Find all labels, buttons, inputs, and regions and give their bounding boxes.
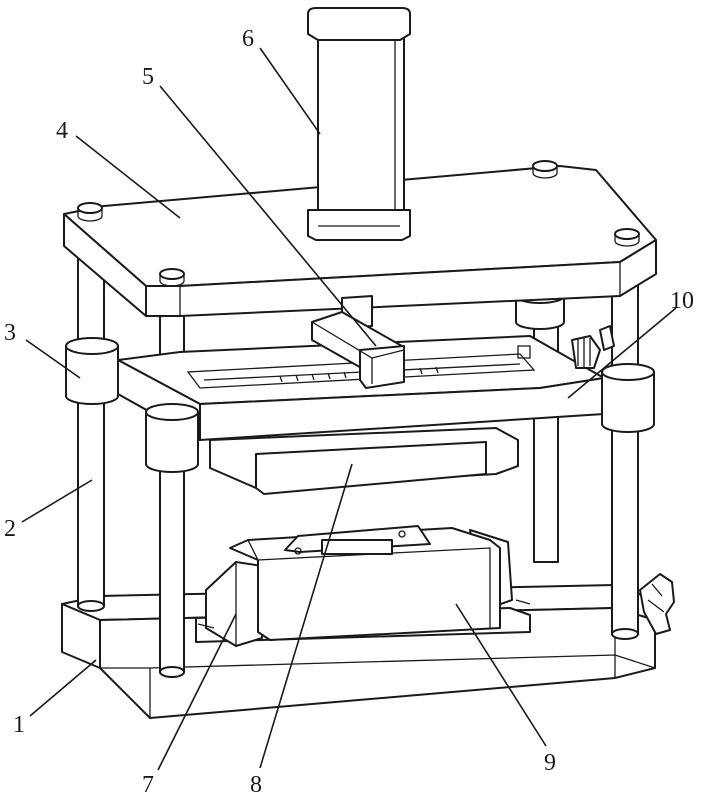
leader-7 <box>157 613 237 771</box>
leader-6 <box>259 47 321 135</box>
leader-2 <box>21 479 93 523</box>
callout-10: 10 <box>670 288 694 314</box>
adjusting-knobs <box>571 325 675 635</box>
push-rod-connector <box>311 295 405 389</box>
callout-1: 1 <box>13 712 25 738</box>
leader-4 <box>75 135 181 219</box>
lower-die-assembly <box>195 525 531 647</box>
callout-2: 2 <box>4 516 16 542</box>
callout-9: 9 <box>544 750 556 776</box>
callouts: 1 2 3 4 5 6 7 8 9 10 <box>4 26 694 798</box>
upper-die <box>209 427 519 495</box>
leader-8 <box>259 463 353 769</box>
leader-3 <box>25 339 81 379</box>
leader-9 <box>455 603 547 747</box>
callout-8: 8 <box>250 772 262 798</box>
callout-5: 5 <box>142 64 154 90</box>
leader-lines <box>21 47 677 771</box>
callout-3: 3 <box>4 320 16 346</box>
callout-4: 4 <box>56 118 68 144</box>
leader-5 <box>159 85 377 347</box>
leader-10 <box>567 307 677 399</box>
leader-1 <box>29 659 97 717</box>
callout-7: 7 <box>142 772 154 798</box>
callout-6: 6 <box>242 26 254 52</box>
guide-sleeves <box>65 288 655 473</box>
hydraulic-cylinder <box>307 7 411 241</box>
